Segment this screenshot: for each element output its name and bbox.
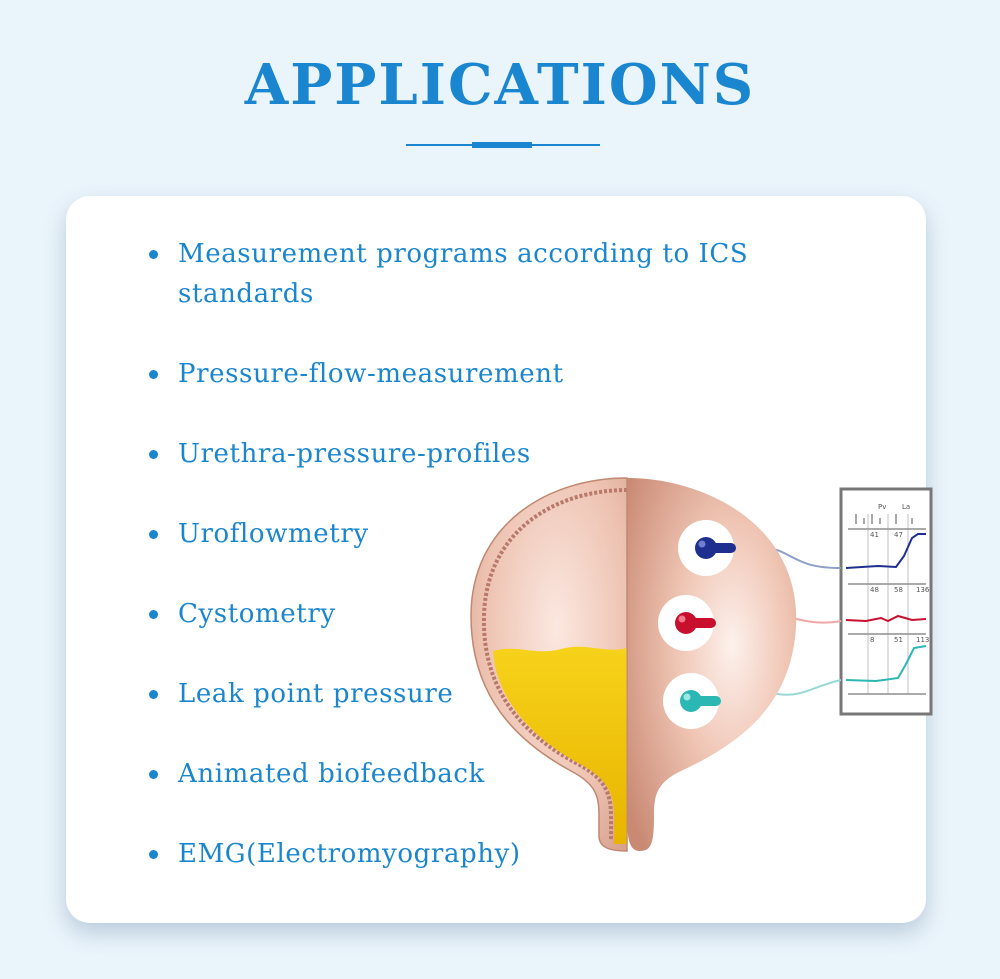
list-item-label: Leak point pressure: [178, 679, 454, 709]
list-item: EMG(Electromyography): [146, 834, 818, 874]
trace-blue: [845, 533, 926, 569]
channel-label: 58: [894, 586, 903, 594]
list-item: Uroflowmetry: [146, 514, 818, 554]
electrode-teal: [663, 673, 721, 729]
list-item-label: Pressure-flow-measurement: [178, 359, 564, 389]
monitor-chart: Pv La 41 47 48 58 136 8 51 113: [839, 487, 933, 716]
channel-label: 8: [870, 636, 874, 644]
list-item: Pressure-flow-measurement: [146, 354, 818, 394]
electrode-blue: [678, 520, 736, 576]
bladder-illustration: Pv La 41 47 48 58 136 8 51 113: [470, 477, 933, 852]
list-item-label: Urethra-pressure-profiles: [178, 439, 531, 469]
bullet-icon: [149, 450, 158, 459]
list-item-label: EMG(Electromyography): [178, 839, 521, 869]
list-item: Cystometry: [146, 594, 818, 634]
channel-label: La: [902, 503, 910, 511]
list-item: Leak point pressure: [146, 674, 818, 714]
channel-label: 48: [870, 586, 879, 594]
list-item-label: Cystometry: [178, 599, 336, 629]
channel-label: 47: [894, 531, 903, 539]
applications-card: Pv La 41 47 48 58 136 8 51 113: [66, 196, 933, 923]
channel-label: 51: [894, 636, 903, 644]
bullet-icon: [149, 250, 158, 259]
bullet-icon: [149, 690, 158, 699]
bullet-icon: [149, 770, 158, 779]
channel-label: 113: [916, 636, 929, 644]
bullet-icon: [149, 610, 158, 619]
bullet-icon: [149, 530, 158, 539]
list-item-label: Uroflowmetry: [178, 519, 369, 549]
list-item-label: Animated biofeedback: [178, 759, 485, 789]
list-item: Animated biofeedback: [146, 754, 818, 794]
list-item: Urethra-pressure-profiles: [146, 434, 818, 474]
channel-label: Pv: [878, 503, 886, 511]
title-divider-accent: [472, 142, 532, 148]
channel-label: 136: [916, 586, 930, 594]
page-title: APPLICATIONS: [244, 52, 756, 118]
list-item-label: Measurement programs according to ICS st…: [178, 239, 749, 309]
electrode-red: [658, 595, 716, 651]
bladder-shape: [470, 477, 797, 852]
list-item: Measurement programs according to ICS st…: [146, 234, 818, 314]
trace-teal: [845, 645, 927, 683]
channel-label: 41: [870, 531, 879, 539]
bullet-icon: [149, 370, 158, 379]
trace-red: [845, 614, 927, 623]
bullet-icon: [149, 850, 158, 859]
